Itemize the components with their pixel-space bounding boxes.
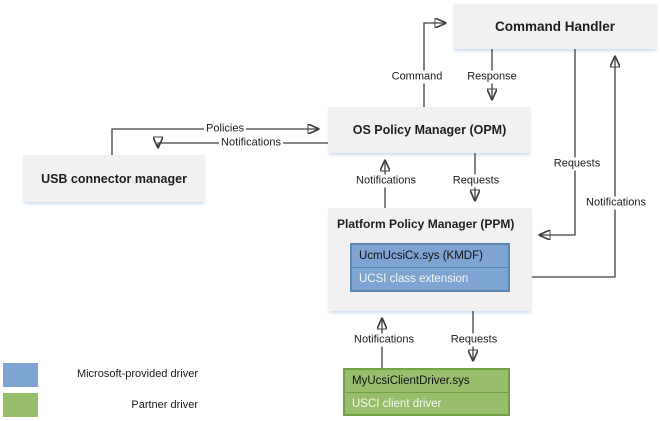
edge-label-requests-ppm-to-client: Requests [448,333,500,347]
node-platform-policy-manager-label: Platform Policy Manager (PPM) [337,217,515,231]
edge-command-line [423,23,445,107]
edge-requests-ch-to-ppm-line [540,49,576,235]
edge-label-notifications-ppm-to-opm: Notifications [354,174,418,188]
ucsi-client-driver-title: MyUcsiClientDriver.sys [345,370,508,393]
ucsi-class-extension-title: UcmUcsiCx.sys (KMDF) [352,245,508,268]
node-ucsi-client-driver: MyUcsiClientDriver.sys USCI client drive… [343,368,510,416]
node-ucsi-class-extension: UcmUcsiCx.sys (KMDF) UCSI class extensio… [350,243,510,292]
legend-swatch-microsoft-blue [3,363,38,387]
node-os-policy-manager: OS Policy Manager (OPM) [328,107,531,153]
legend-label-partner-driver: Partner driver [131,399,198,411]
node-usb-connector-manager: USB connector manager [23,155,205,202]
node-command-handler: Command Handler [453,4,657,49]
edge-label-requests-opm-to-ppm: Requests [450,174,502,188]
legend-swatch-partner-green [3,393,38,417]
edge-label-notifications-to-usb: Notifications [219,136,283,150]
node-os-policy-manager-label: OS Policy Manager (OPM) [352,123,507,137]
ucsi-class-extension-subtitle: UCSI class extension [359,273,469,285]
edge-label-notifications-ppm-to-ch: Notifications [584,196,648,210]
node-command-handler-label: Command Handler [494,19,616,34]
edge-label-policies: Policies [204,122,246,136]
edge-label-command: Command [389,70,445,84]
edge-label-requests-ch-to-ppm: Requests [551,157,603,171]
ucsi-client-driver-subtitle: USCI client driver [352,398,442,410]
edge-label-notifications-client-to-ppm: Notifications [352,333,416,347]
edge-label-response: Response [465,70,519,84]
legend-label-microsoft-driver: Microsoft-provided driver [76,368,198,380]
node-usb-connector-manager-label: USB connector manager [41,171,187,186]
